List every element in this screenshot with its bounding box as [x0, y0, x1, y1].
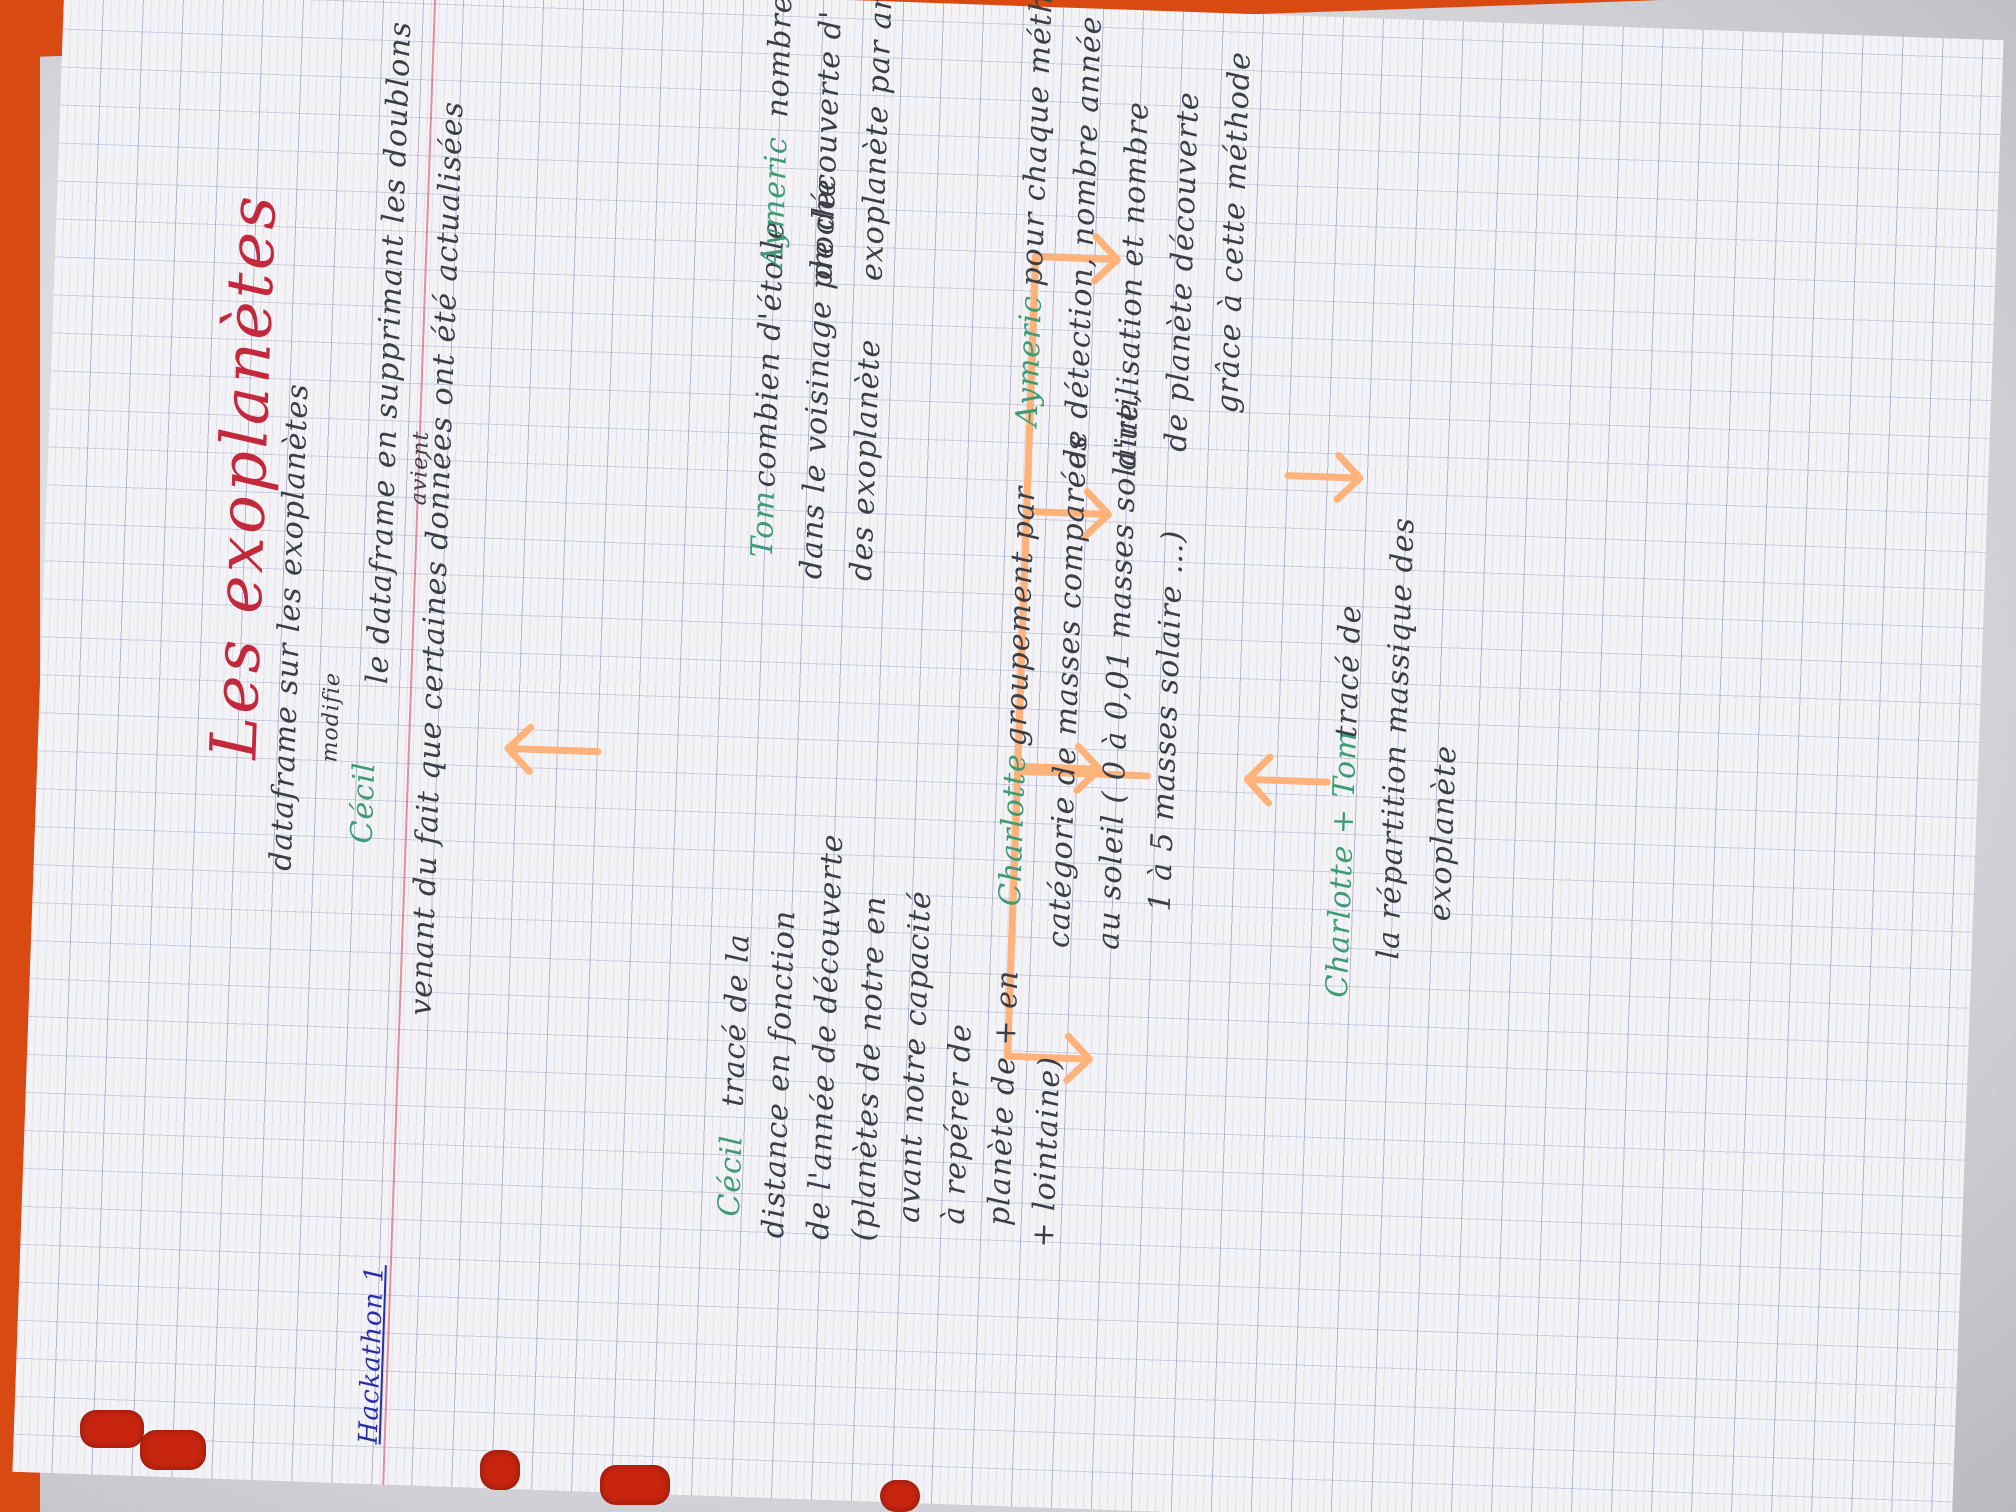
binder-hole — [480, 1450, 520, 1490]
arrow-branch-right-bottom — [1284, 451, 1364, 503]
final-line-2: exoplanète — [1422, 744, 1464, 922]
branch-left-line-0: tracé de la — [715, 932, 757, 1108]
binder-hole — [80, 1410, 144, 1448]
branch-right-top-name: Aymeric — [754, 135, 795, 269]
cleaning-correction-note: modifie — [317, 671, 346, 763]
branch-right-top-line-0: nombre — [760, 0, 800, 119]
arrow-intro-to-cleaning — [1243, 753, 1331, 807]
arrow-branch-bar — [1004, 253, 1039, 1060]
branch-left-block: Cécil — [712, 1134, 750, 1217]
final-line-0: tracé de — [1328, 603, 1369, 739]
arrow-branch-right — [1031, 233, 1121, 285]
branch-mid-left-name: Charlotte — [992, 752, 1034, 907]
arrow-branch-mid — [1023, 488, 1112, 540]
binder-hole — [600, 1465, 670, 1505]
notebook-sheet: Hackathon 1 Les exoplanètes dataframe su… — [12, 0, 2004, 1512]
binder-hole — [880, 1480, 920, 1512]
arrow-branch-mid-left — [1014, 742, 1104, 794]
binder-hole — [140, 1430, 206, 1470]
mind-map-arrows — [504, 233, 1364, 1084]
branch-mid-name: Tom — [744, 489, 783, 558]
arrow-trunk — [1013, 767, 1151, 780]
arrow-branch-left — [1004, 1032, 1093, 1084]
branch-left-line-7: + lointaine) — [1025, 1055, 1068, 1249]
branch-left-line-5: à repérer de — [936, 1022, 979, 1226]
branch-right-bottom-name: Aymeric — [1009, 294, 1050, 428]
arrow-to-final — [504, 723, 602, 775]
branch-left-name: Cécil — [711, 1134, 750, 1218]
cleaning-name: Cécil — [344, 761, 383, 845]
header-label: Hackathon 1 — [353, 1264, 390, 1445]
